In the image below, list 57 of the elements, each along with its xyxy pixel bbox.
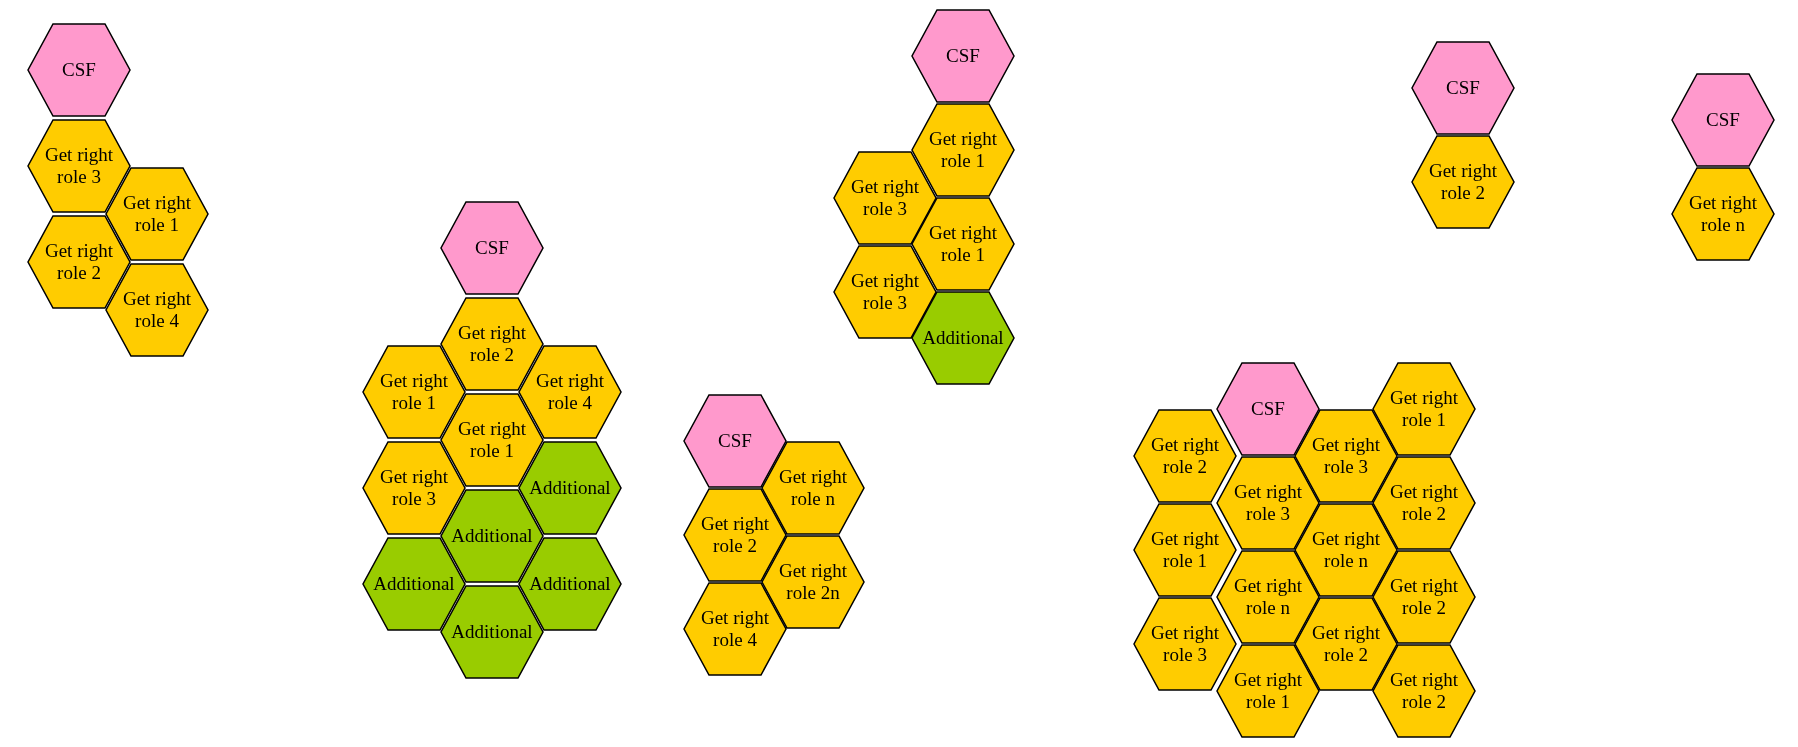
hexagon-label: Get right role 2 bbox=[1388, 669, 1460, 713]
hexagon-label: Get right role 1 bbox=[1232, 669, 1304, 713]
hexagon-label: Additional bbox=[451, 525, 533, 547]
hexagon-label: Get right role 2 bbox=[1310, 622, 1382, 666]
hexagon-label: Get right role 2 bbox=[1388, 481, 1460, 525]
hexagon-label: Additional bbox=[373, 573, 455, 595]
hexagon-label: CSF bbox=[1706, 109, 1740, 131]
hexagon-label: Get right role 3 bbox=[43, 144, 115, 188]
hexagon-label: Get right role 3 bbox=[1232, 481, 1304, 525]
hexagon-label: Get right role 3 bbox=[849, 176, 921, 220]
hexagon-label: Get right role 2 bbox=[699, 513, 771, 557]
hexagon-label: Get right role 3 bbox=[1310, 434, 1382, 478]
header-hexagon bbox=[911, 9, 1015, 103]
hexagon-label: CSF bbox=[1446, 77, 1480, 99]
hexagon-label: Get right role 1 bbox=[456, 418, 528, 462]
hexagon-label: Get right role 1 bbox=[378, 370, 450, 414]
hexagon-label: Get right role 1 bbox=[121, 192, 193, 236]
hexagon-label: Additional bbox=[529, 573, 611, 595]
hexagon-label: Get right role 2 bbox=[456, 322, 528, 366]
hexagon-label: Get right role 2 bbox=[1149, 434, 1221, 478]
hexagon-label: Get right role n bbox=[1232, 575, 1304, 619]
hexagon-label: Get right role 1 bbox=[1388, 387, 1460, 431]
role-hexagon bbox=[105, 263, 209, 357]
role-hexagon bbox=[683, 582, 787, 676]
hexagon-label: Get right role 4 bbox=[699, 607, 771, 651]
additional-hexagon bbox=[911, 291, 1015, 385]
hexagon-label: Get right role 2 bbox=[43, 240, 115, 284]
hexagon-label: Get right role 4 bbox=[534, 370, 606, 414]
hexagon-label: Get right role 1 bbox=[927, 222, 999, 266]
header-hexagon bbox=[1411, 41, 1515, 135]
hexagon-label: CSF bbox=[718, 430, 752, 452]
hexagon-label: CSF bbox=[62, 59, 96, 81]
hexagon-label: Get right role n bbox=[1310, 528, 1382, 572]
role-hexagon bbox=[1411, 135, 1515, 229]
hexagon-label: Get right role 2n bbox=[777, 560, 849, 604]
hexagon-label: Additional bbox=[922, 327, 1004, 349]
header-hexagon bbox=[440, 201, 544, 295]
hexagon-label: Get right role 4 bbox=[121, 288, 193, 332]
hexagon-label: Get right role 3 bbox=[849, 270, 921, 314]
role-hexagon bbox=[1216, 644, 1320, 738]
role-hexagon bbox=[1671, 167, 1775, 261]
hexagon-label: Get right role n bbox=[1687, 192, 1759, 236]
header-hexagon bbox=[27, 23, 131, 117]
hexagon-label: Get right role 2 bbox=[1427, 160, 1499, 204]
hexagon-label: Additional bbox=[451, 621, 533, 643]
hexagon-label: Get right role n bbox=[777, 466, 849, 510]
hexagon-label: Get right role 3 bbox=[1149, 622, 1221, 666]
hexagon-label: Get right role 1 bbox=[1149, 528, 1221, 572]
hexagon-label: Get right role 1 bbox=[927, 128, 999, 172]
header-hexagon bbox=[1671, 73, 1775, 167]
hexagon-label: CSF bbox=[475, 237, 509, 259]
hexagon-label: CSF bbox=[946, 45, 980, 67]
role-hexagon bbox=[1372, 644, 1476, 738]
hexagon-label: CSF bbox=[1251, 398, 1285, 420]
hexagon-label: Additional bbox=[529, 477, 611, 499]
hexagon-label: Get right role 3 bbox=[378, 466, 450, 510]
hexagon-label: Get right role 2 bbox=[1388, 575, 1460, 619]
